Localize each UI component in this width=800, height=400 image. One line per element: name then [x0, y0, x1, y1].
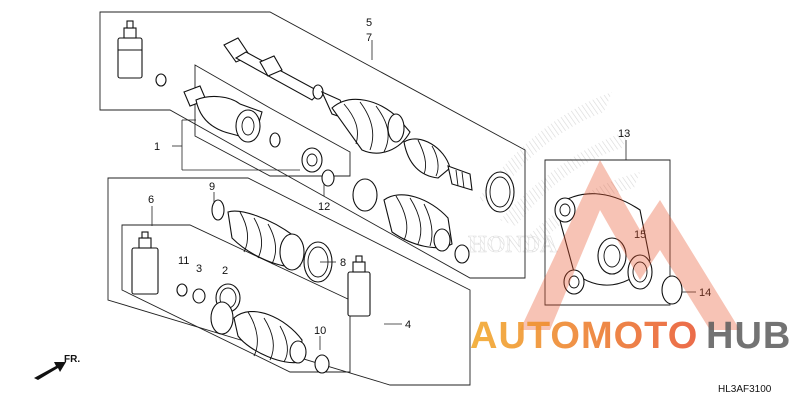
outer-boot-set	[352, 171, 515, 264]
inner-boot-frame	[121, 224, 351, 373]
watermark-triangles-icon	[520, 160, 740, 330]
callout-4: 4	[405, 319, 411, 331]
callout-13: 13	[618, 128, 630, 140]
front-label: FR.	[64, 354, 80, 365]
background-logo: HONDA	[468, 92, 640, 258]
diagram-code: HL3AF3100	[718, 384, 772, 395]
callout-6: 6	[148, 194, 154, 206]
callout-1: 1	[154, 141, 160, 153]
automotohub-watermark: AUTOMOTO HUB	[470, 160, 791, 357]
callout-labels: 5 7 1 12 6 9 11 3 2 8 4 10 13 15 14	[148, 17, 711, 337]
watermark-hub-text: HUB	[706, 315, 791, 357]
boot-kit-frame	[107, 177, 471, 386]
inner-kit-frame	[194, 64, 351, 177]
callout-15: 15	[634, 229, 646, 241]
front-direction-indicator: FR.	[34, 354, 80, 380]
callout-10: 10	[314, 325, 326, 337]
callout-12: 12	[318, 201, 330, 213]
axle-assembly-frame	[99, 11, 526, 279]
callout-3: 3	[196, 263, 202, 275]
leader-lines	[151, 40, 696, 350]
callout-11: 11	[178, 255, 189, 267]
grease-tube-top	[117, 20, 167, 87]
callout-9: 9	[209, 181, 215, 193]
callout-7: 7	[366, 32, 372, 44]
callout-14: 14	[699, 287, 711, 299]
front-arrow-icon	[34, 362, 66, 380]
knuckle-parts	[554, 193, 683, 305]
callout-2: 2	[222, 265, 228, 277]
boot-kit-parts	[131, 199, 371, 374]
inner-joint	[183, 85, 335, 187]
watermark-auto-text: AUTOMOTO	[470, 315, 698, 357]
knuckle-frame	[544, 159, 671, 306]
drive-shaft	[223, 37, 473, 191]
svg-text:HONDA: HONDA	[468, 232, 558, 258]
callout-8: 8	[340, 257, 346, 269]
callout-5: 5	[366, 17, 372, 29]
